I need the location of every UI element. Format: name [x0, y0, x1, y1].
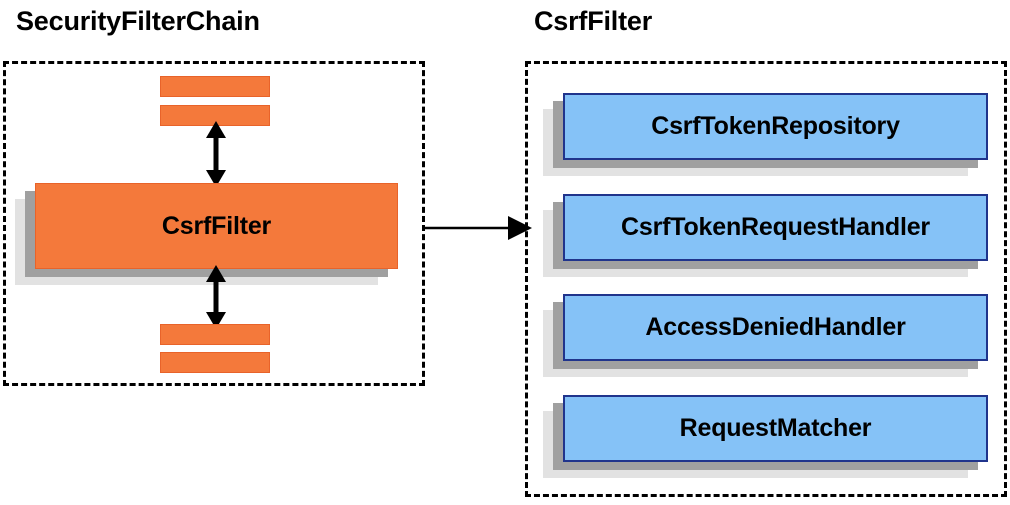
- box-csrftokenrequesthandler[interactable]: CsrfTokenRequestHandler: [543, 194, 988, 277]
- page-title-csrffilter: CsrfFilter: [534, 6, 653, 36]
- arrow-csrffilter-to-components-icon: [422, 216, 532, 240]
- box-face: CsrfTokenRepository: [563, 93, 988, 160]
- box-label-csrftokenrepository: CsrfTokenRepository: [651, 112, 900, 140]
- box-label-accessdeniedhandler: AccessDeniedHandler: [645, 313, 906, 341]
- filter-bar-below-2: [160, 352, 270, 373]
- page-title-securityfilterchain: SecurityFilterChain: [16, 6, 260, 36]
- box-label-csrffilter: CsrfFilter: [161, 211, 272, 240]
- filter-bar-below-1: [160, 324, 270, 345]
- group-csrffilter: [525, 61, 1007, 497]
- box-face: CsrfTokenRequestHandler: [563, 194, 988, 261]
- box-accessdeniedhandler[interactable]: AccessDeniedHandler: [543, 294, 988, 377]
- box-face: AccessDeniedHandler: [563, 294, 988, 361]
- box-face: CsrfFilter: [35, 183, 398, 269]
- filter-bar-above-1: [160, 76, 270, 97]
- box-label-requestmatcher: RequestMatcher: [679, 414, 872, 442]
- group-securityfilterchain: [3, 61, 425, 386]
- box-requestmatcher[interactable]: RequestMatcher: [543, 395, 988, 478]
- box-face: RequestMatcher: [563, 395, 988, 462]
- double-arrow-bottom-icon: [206, 265, 226, 329]
- box-csrftokenrepository[interactable]: CsrfTokenRepository: [543, 93, 988, 176]
- box-csrffilter[interactable]: CsrfFilter: [15, 183, 398, 285]
- box-label-csrftokenrequesthandler: CsrfTokenRequestHandler: [621, 213, 930, 241]
- double-arrow-top-icon: [206, 121, 226, 187]
